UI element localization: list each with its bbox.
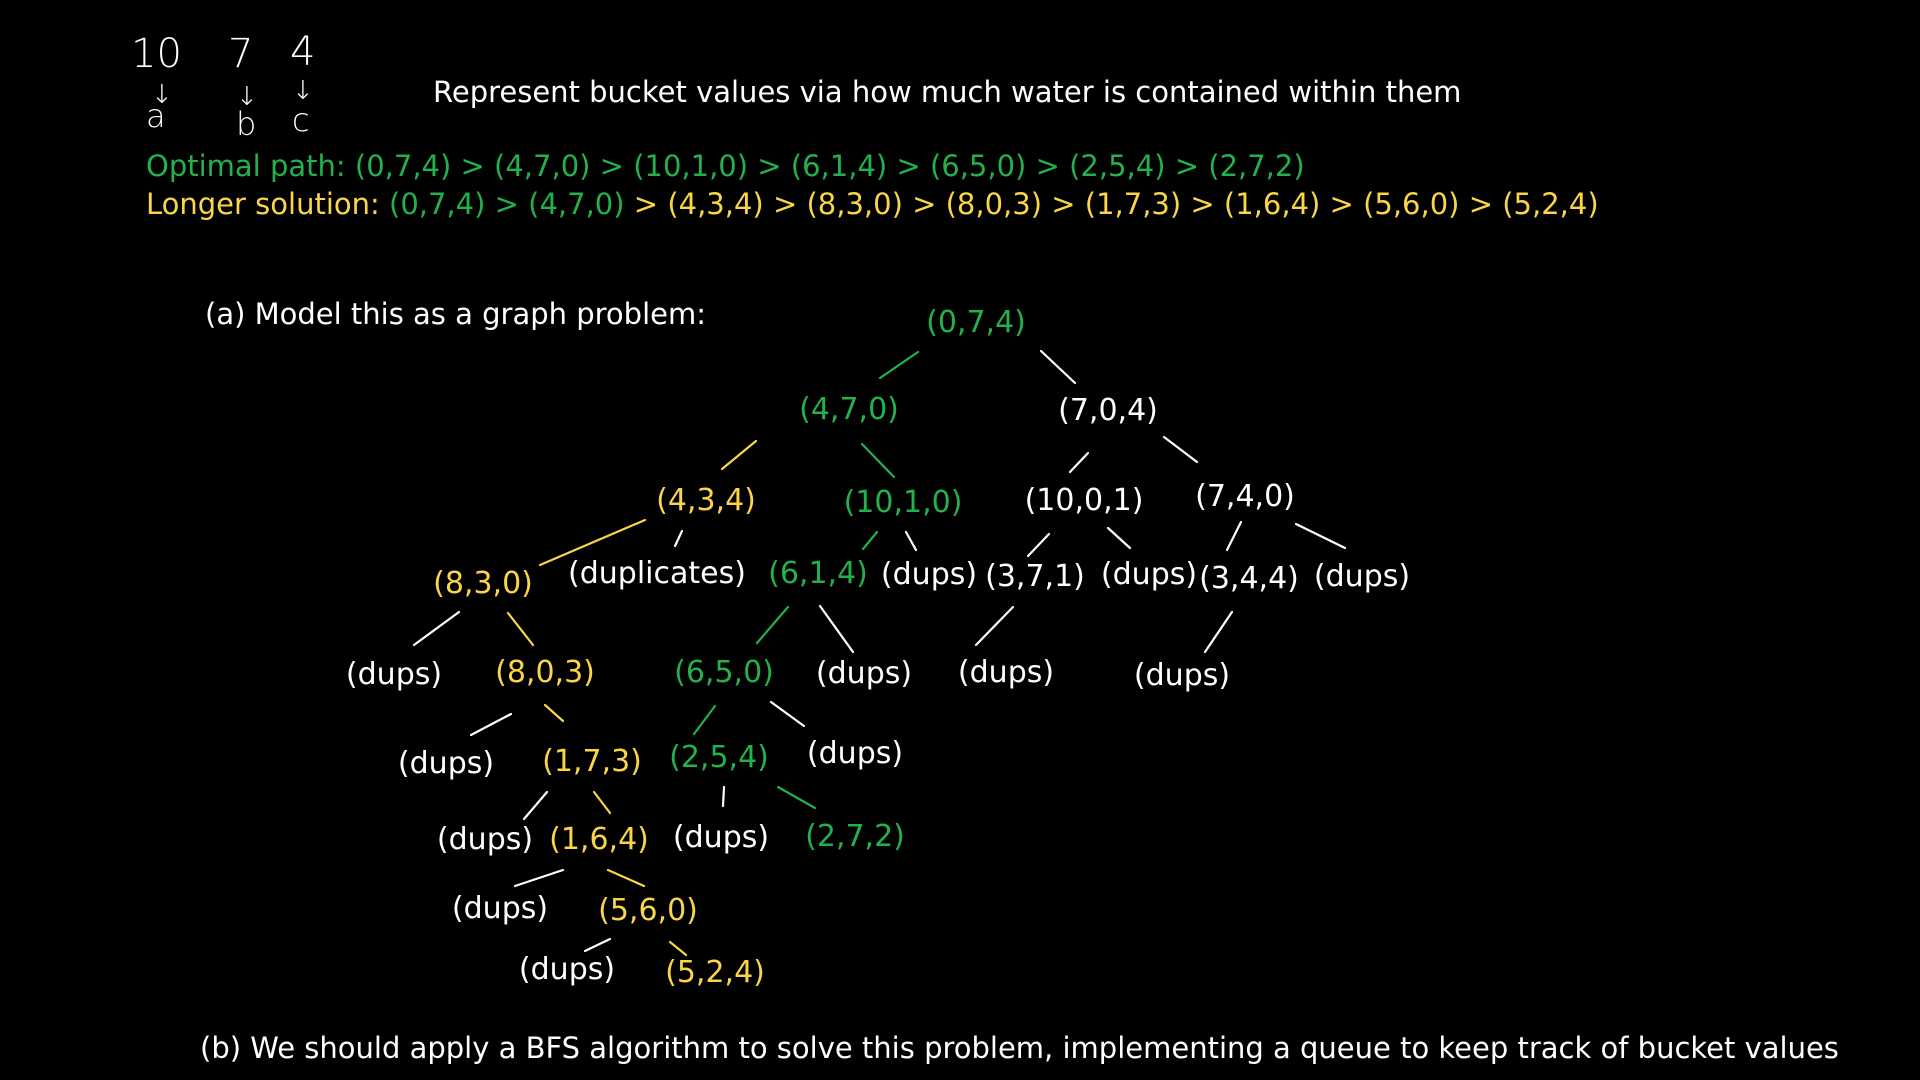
tree-node: (dups) bbox=[672, 820, 770, 855]
arrow-down-icon: ↓ bbox=[292, 76, 314, 106]
bucket-a-capacity: 10 bbox=[131, 31, 182, 77]
tree-node: (2,7,2) bbox=[805, 819, 905, 854]
tree-node: (1,6,4) bbox=[549, 822, 649, 857]
longer-solution-shared: (0,7,4) > (4,7,0) bbox=[389, 187, 625, 221]
tree-edge-n650-nd9 bbox=[769, 700, 806, 728]
tree-node: (dups) bbox=[957, 655, 1055, 690]
longer-solution-label: Longer solution: bbox=[146, 187, 380, 221]
tree-edge-n614-n650 bbox=[755, 605, 790, 645]
tree-node: (5,6,0) bbox=[598, 893, 698, 928]
tree-edge-n254-n272 bbox=[776, 785, 817, 810]
bucket-c-label: c bbox=[292, 101, 310, 139]
tree-node: (5,2,4) bbox=[665, 955, 765, 990]
tree-node: (dups) bbox=[880, 557, 978, 592]
tree-node: (dups) bbox=[815, 656, 913, 691]
tree-edge-n164-n560 bbox=[606, 868, 646, 888]
tree-edge-n704-n1001 bbox=[1068, 451, 1090, 474]
tree-edge-n074-n470 bbox=[878, 350, 920, 380]
tree-node: (dups) bbox=[1133, 658, 1231, 693]
tree-edge-n074-n704 bbox=[1039, 349, 1077, 385]
tree-node: (4,3,4) bbox=[656, 483, 756, 518]
optimal-path-sequence: (0,7,4) > (4,7,0) > (10,1,0) > (6,1,4) >… bbox=[354, 149, 1305, 183]
tree-edge-n1010-nd1 bbox=[904, 530, 918, 552]
tree-node: (dups) bbox=[1100, 557, 1198, 592]
tree-edge-n1001-nd2 bbox=[1106, 526, 1132, 550]
bucket-b-label: b bbox=[236, 105, 257, 143]
longer-solution-rest: > (4,3,4) > (8,3,0) > (8,0,3) > (1,7,3) … bbox=[624, 187, 1599, 221]
tree-node: (0,7,4) bbox=[926, 305, 1026, 340]
arrow-down-icon: ↓ bbox=[236, 82, 258, 112]
tree-node: (dups) bbox=[1313, 559, 1411, 594]
tree-edge-n254-nd11 bbox=[721, 785, 726, 808]
tree-node: (dups) bbox=[436, 822, 534, 857]
tree-edge-n803-nd8 bbox=[469, 712, 513, 737]
part-b-text: (b) We should apply a BFS algorithm to s… bbox=[200, 1031, 1839, 1065]
tree-edge-n371-nd6 bbox=[974, 605, 1015, 647]
tree-edge-n1010-n614 bbox=[861, 530, 879, 551]
tree-edge-n173-n164 bbox=[592, 790, 612, 815]
optimal-path-line: Optimal path: (0,7,4) > (4,7,0) > (10,1,… bbox=[146, 152, 1305, 181]
bucket-c-capacity: 4 bbox=[290, 29, 316, 75]
tree-edge-n434-n830 bbox=[538, 518, 647, 567]
tree-edge-n830-nd4 bbox=[412, 610, 461, 647]
tree-edge-n164-nd12 bbox=[513, 868, 565, 888]
tree-node: (4,7,0) bbox=[799, 392, 899, 427]
tree-node: (6,5,0) bbox=[674, 655, 774, 690]
tree-edge-n740-nd3 bbox=[1294, 522, 1347, 550]
tree-edge-n650-n254 bbox=[692, 704, 717, 736]
tree-edge-n560-n524 bbox=[668, 940, 688, 957]
tree-node: (6,1,4) bbox=[768, 556, 868, 591]
optimal-path-label: Optimal path: bbox=[146, 149, 346, 183]
tree-edge-n740-n344 bbox=[1225, 520, 1243, 552]
bucket-a-label: a bbox=[146, 97, 166, 135]
tree-node: (dups) bbox=[451, 891, 549, 926]
tree-edge-n470-n1010 bbox=[860, 442, 896, 479]
tree-node: (7,0,4) bbox=[1058, 393, 1158, 428]
tree-edge-n434-ndupl bbox=[673, 529, 684, 548]
tree-node: (7,4,0) bbox=[1195, 479, 1295, 514]
tree-edge-n704-n740 bbox=[1162, 435, 1199, 464]
arrow-down-icon: ↓ bbox=[151, 80, 173, 110]
tree-node: (3,4,4) bbox=[1199, 561, 1299, 596]
tree-edge-n614-nd5 bbox=[818, 604, 855, 654]
tree-edge-n173-nd10 bbox=[522, 790, 549, 821]
tree-node: (dups) bbox=[397, 746, 495, 781]
tree-node: (10,0,1) bbox=[1024, 483, 1144, 518]
tree-node: (8,0,3) bbox=[495, 655, 595, 690]
tree-node: (dups) bbox=[806, 736, 904, 771]
tree-node: (2,5,4) bbox=[669, 740, 769, 775]
tree-node: (dups) bbox=[518, 952, 616, 987]
tree-edge-n344-nd7 bbox=[1203, 610, 1234, 654]
tree-edge-n560-nd13 bbox=[583, 937, 612, 953]
tree-node: (10,1,0) bbox=[843, 485, 963, 520]
part-a-heading: (a) Model this as a graph problem: bbox=[205, 297, 707, 331]
tree-node: (8,3,0) bbox=[433, 566, 533, 601]
longer-solution-line: Longer solution: (0,7,4) > (4,7,0) > (4,… bbox=[146, 190, 1599, 219]
tree-edge-n803-n173 bbox=[543, 703, 565, 723]
tree-edge-n1001-n371 bbox=[1026, 532, 1051, 558]
description: Represent bucket values via how much wat… bbox=[433, 75, 1462, 109]
tree-edge-n830-n803 bbox=[506, 611, 535, 647]
tree-node: (dups) bbox=[345, 657, 443, 692]
tree-node: (duplicates) bbox=[568, 556, 746, 591]
tree-edge-n470-n434 bbox=[720, 439, 758, 471]
tree-node: (1,7,3) bbox=[542, 744, 642, 779]
tree-node: (3,7,1) bbox=[985, 559, 1085, 594]
bucket-b-capacity: 7 bbox=[228, 31, 254, 77]
